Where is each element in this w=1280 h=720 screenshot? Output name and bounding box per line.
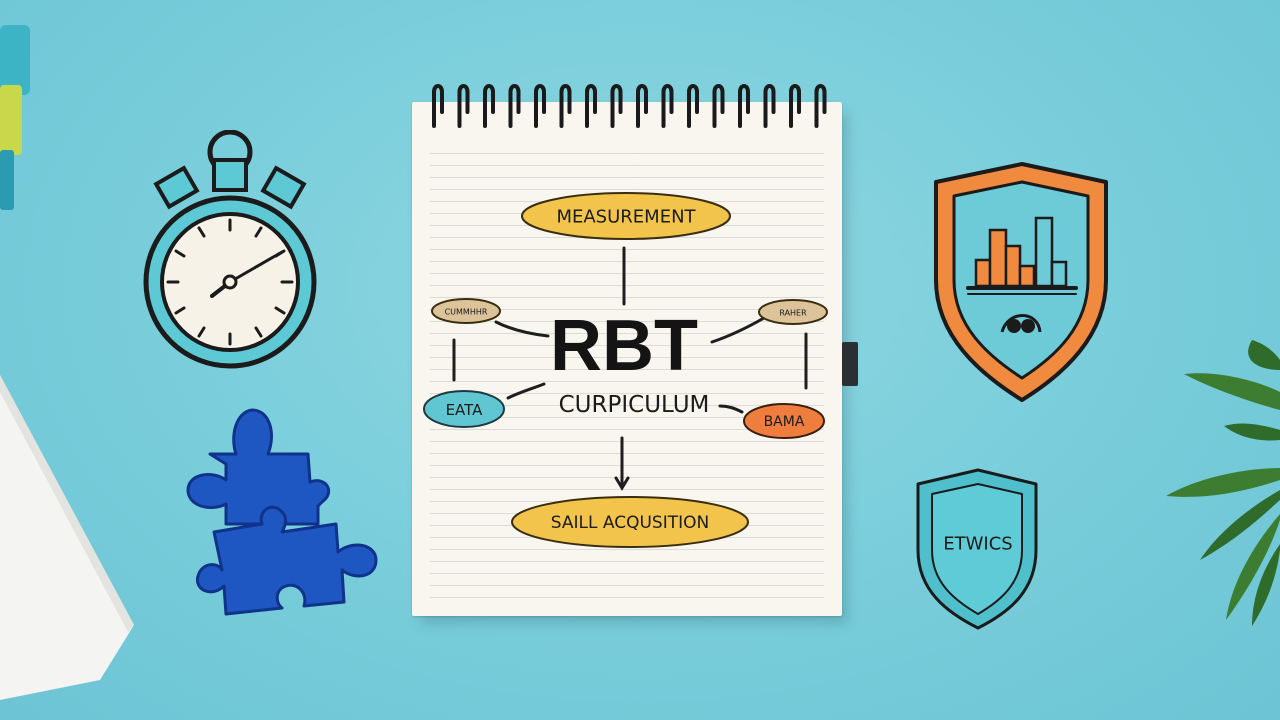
spiral-ring [763,84,776,128]
spiral-ring [687,84,699,128]
node-measurement-label: MEASUREMENT [556,207,696,228]
spiral-ring [508,84,521,128]
spiral-ring [789,84,801,128]
node-measurement: MEASUREMENT [521,192,731,240]
connector-right-lower [718,404,744,414]
arrowhead-bottom [614,476,630,491]
curriculum-subtitle: CURPICULUM [559,392,710,418]
white-paper-sheet [0,375,134,700]
mind-map-diagram: MEASUREMENT CUMMHHR RAHER EATA BAMA RBT … [423,192,828,548]
node-eata-label: EATA [446,401,484,419]
spiral-ring [636,84,648,128]
spiral-binding [432,84,827,128]
shield-chart-icon [934,162,1108,402]
node-left-upper-label: CUMMHHR [445,308,488,317]
node-right-upper: RAHER [758,299,828,325]
stopwatch-icon [143,130,317,369]
puzzle-pieces-icon [186,408,378,616]
spiral-ring [738,84,750,128]
node-skill-acquisition-label: SAILL ACQUSITION [551,513,709,533]
plant-leaves [1166,340,1280,626]
node-bama: BAMA [743,403,825,439]
spiral-ring [559,84,572,128]
node-bama-label: BAMA [764,414,805,430]
node-skill-acquisition: SAILL ACQUSITION [511,496,749,548]
node-left-upper: CUMMHHR [431,298,501,324]
spiral-ring [457,84,470,128]
spiral-ring [534,84,546,128]
ethics-label: ETWICS [943,534,1012,555]
node-eata: EATA [423,390,505,428]
spiral-ring [585,84,597,128]
connector-left-lower [506,382,546,400]
spiral-ring [712,84,725,128]
spiral-ring [661,84,674,128]
connector-left-upper [494,320,550,338]
knitted-fabric [0,25,30,210]
spiral-ring [814,84,827,128]
rbt-title: RBT [550,306,698,386]
spiral-ring [610,84,623,128]
notebook-tab [842,342,858,386]
spiral-ring [483,84,495,128]
spiral-ring [432,84,444,128]
node-right-upper-label: RAHER [779,309,807,318]
connector-right-upper [710,316,766,344]
ethics-shield-icon: ETWICS [916,468,1038,630]
